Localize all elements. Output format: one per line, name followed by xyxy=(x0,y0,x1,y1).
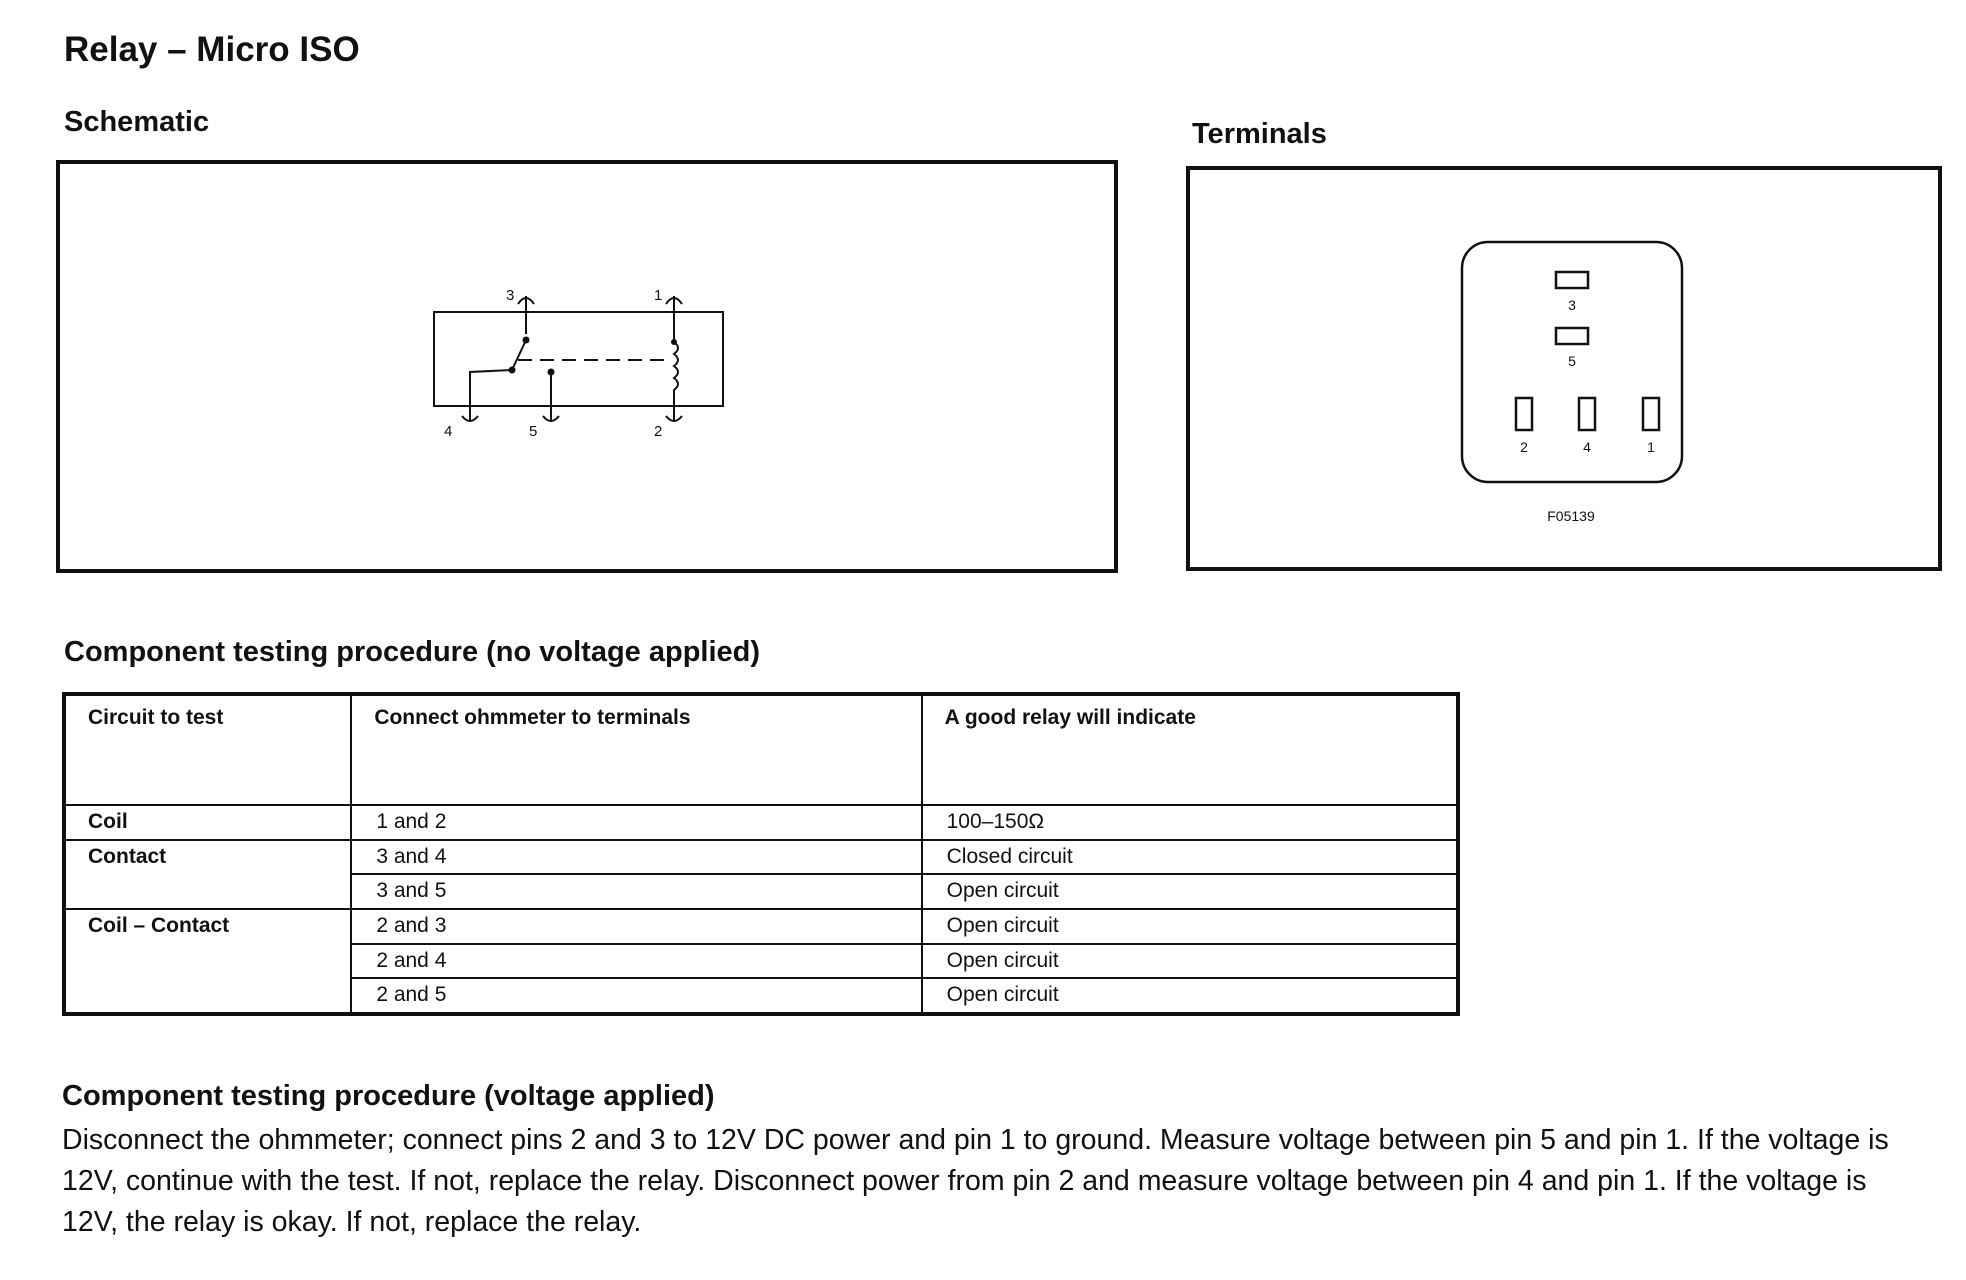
terminals-cell: 2 and 3 xyxy=(350,907,923,945)
terminal-3-blade xyxy=(1554,270,1590,290)
no-voltage-test-table: Circuit to test Connect ohmmeter to term… xyxy=(62,692,1460,1016)
relay-body-outline xyxy=(433,311,724,407)
terminal-4-label: 4 xyxy=(1583,439,1591,455)
terminals-heading: Terminals xyxy=(1192,118,1327,150)
no-voltage-heading: Component testing procedure (no voltage … xyxy=(64,636,761,668)
terminals-cell: 3 and 4 xyxy=(350,838,923,876)
terminals-cell: 3 and 5 xyxy=(350,873,923,910)
terminal-5-label: 5 xyxy=(1568,353,1576,369)
table-row: 2 and 4 Open circuit xyxy=(64,942,1460,980)
relay-socket-outline xyxy=(1460,240,1684,484)
schematic-pin-4-label: 4 xyxy=(444,423,452,440)
schematic-pin-5-label: 5 xyxy=(529,423,537,440)
pin5-terminal-hook xyxy=(542,415,560,422)
pin3-contact-dot xyxy=(522,336,530,344)
table-row: Coil 1 and 2 100–150Ω xyxy=(62,804,1460,841)
terminals-cell: 1 and 2 xyxy=(350,804,923,841)
figure-code: F05139 xyxy=(1547,508,1595,524)
result-cell: Open circuit xyxy=(920,873,1460,910)
relay-terminals-diagram: 3 5 2 4 1 F05139 xyxy=(1460,240,1684,524)
terminals-cell: 2 and 4 xyxy=(350,942,923,980)
circuit-cell: Coil xyxy=(62,804,353,841)
terminal-5-blade xyxy=(1554,326,1590,346)
schematic-heading: Schematic xyxy=(64,106,210,138)
terminal-1-blade xyxy=(1641,396,1661,432)
terminal-1-label: 1 xyxy=(1647,439,1655,455)
result-cell: 100–150Ω xyxy=(920,804,1460,841)
schematic-pin-2-label: 2 xyxy=(654,423,662,440)
page-title: Relay – Micro ISO xyxy=(64,30,360,69)
column-header-terminals: Connect ohmmeter to terminals xyxy=(350,693,923,806)
pin3-terminal-hook xyxy=(517,297,535,305)
terminals-cell: 2 and 5 xyxy=(350,977,923,1015)
pin1-terminal-hook xyxy=(665,297,683,305)
pin4-terminal-hook xyxy=(461,415,479,422)
result-cell: Open circuit xyxy=(920,942,1460,980)
terminal-3-label: 3 xyxy=(1568,297,1576,313)
table-row: 3 and 5 Open circuit xyxy=(64,873,1460,910)
common-contact-dot xyxy=(508,366,516,374)
result-cell: Open circuit xyxy=(920,977,1460,1015)
terminal-2-blade xyxy=(1514,396,1534,432)
voltage-applied-heading: Component testing procedure (voltage app… xyxy=(62,1080,715,1112)
terminal-2-label: 2 xyxy=(1520,439,1528,455)
schematic-pin-1-label: 1 xyxy=(654,287,662,304)
switch-arm xyxy=(511,339,527,371)
terminal-4-blade xyxy=(1577,396,1597,432)
relay-schematic-diagram: 3 1 4 5 2 xyxy=(433,287,724,440)
result-cell: Open circuit xyxy=(920,907,1460,945)
column-header-result: A good relay will indicate xyxy=(920,693,1460,806)
circuit-cell: Contact xyxy=(62,838,353,910)
pin2-terminal-hook xyxy=(665,415,683,422)
coil-top-dot xyxy=(671,339,677,345)
result-cell: Closed circuit xyxy=(920,838,1460,876)
table-header-row: Circuit to test Connect ohmmeter to term… xyxy=(62,693,1460,806)
terminals-panel: 3 5 2 4 1 F05139 xyxy=(1186,166,1942,571)
schematic-panel: 3 1 4 5 2 xyxy=(56,160,1118,573)
column-header-circuit: Circuit to test xyxy=(62,693,353,806)
circuit-cell: Coil – Contact xyxy=(62,907,353,1016)
voltage-applied-instructions: Disconnect the ohmmeter; connect pins 2 … xyxy=(62,1124,1889,1238)
schematic-pin-3-label: 3 xyxy=(506,287,514,304)
table-row: 2 and 5 Open circuit xyxy=(64,977,1460,1015)
pin4-wire xyxy=(469,369,513,422)
coil-winding xyxy=(672,341,679,422)
table-row: Coil – Contact 2 and 3 Open circuit xyxy=(62,907,1460,1016)
pin5-contact-dot xyxy=(547,368,555,376)
table-row: Contact 3 and 4 Closed circuit xyxy=(62,838,1460,910)
